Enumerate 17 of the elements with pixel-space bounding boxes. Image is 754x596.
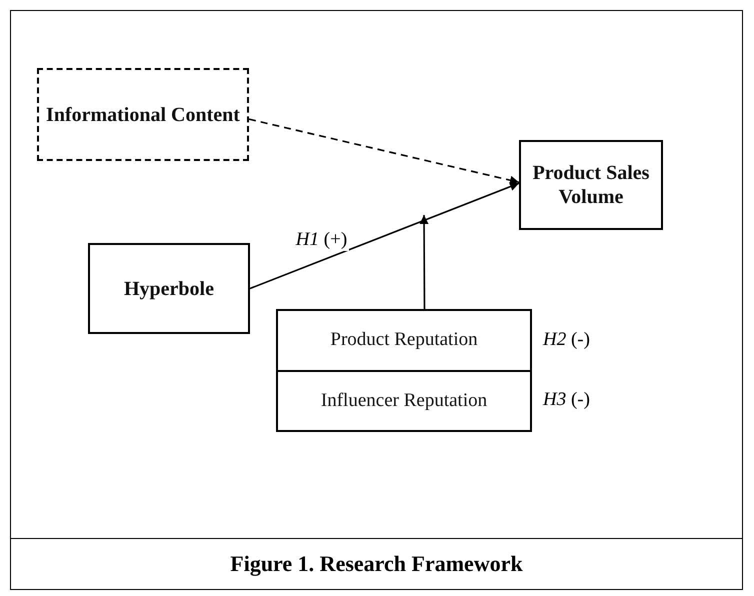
construct-box xyxy=(276,309,532,372)
arrow xyxy=(250,182,520,290)
construct-label: Product Sales Volume xyxy=(532,161,650,209)
construct-label: Influencer Reputation xyxy=(320,390,488,412)
arrow xyxy=(248,118,520,185)
figure-caption: Figure 1. Research Framework xyxy=(230,551,523,577)
construct-box xyxy=(37,68,249,161)
construct-label: Hyperbole xyxy=(124,276,214,300)
construct-box xyxy=(276,370,532,432)
arrow xyxy=(420,215,429,309)
construct-label: Product Reputation xyxy=(330,329,478,352)
edge-label: H1 (+) xyxy=(294,229,350,252)
construct-box xyxy=(519,140,663,230)
hypothesis-label: H2 (-) xyxy=(543,328,590,350)
hypothesis-label: H3 (-) xyxy=(543,389,590,411)
construct-box xyxy=(88,243,250,334)
construct-label: Informational Content xyxy=(46,102,240,126)
